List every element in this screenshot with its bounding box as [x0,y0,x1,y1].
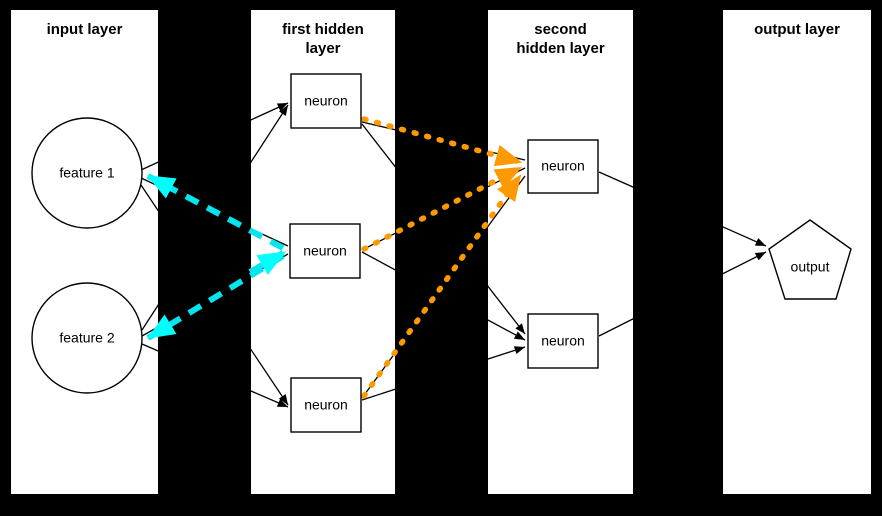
panel-title-output-layer: output layer [754,21,840,38]
panel-input-layer: input layer [11,10,158,494]
panel-title-input-layer: input layer [46,21,123,38]
panel-output-layer: output layer [723,10,871,494]
